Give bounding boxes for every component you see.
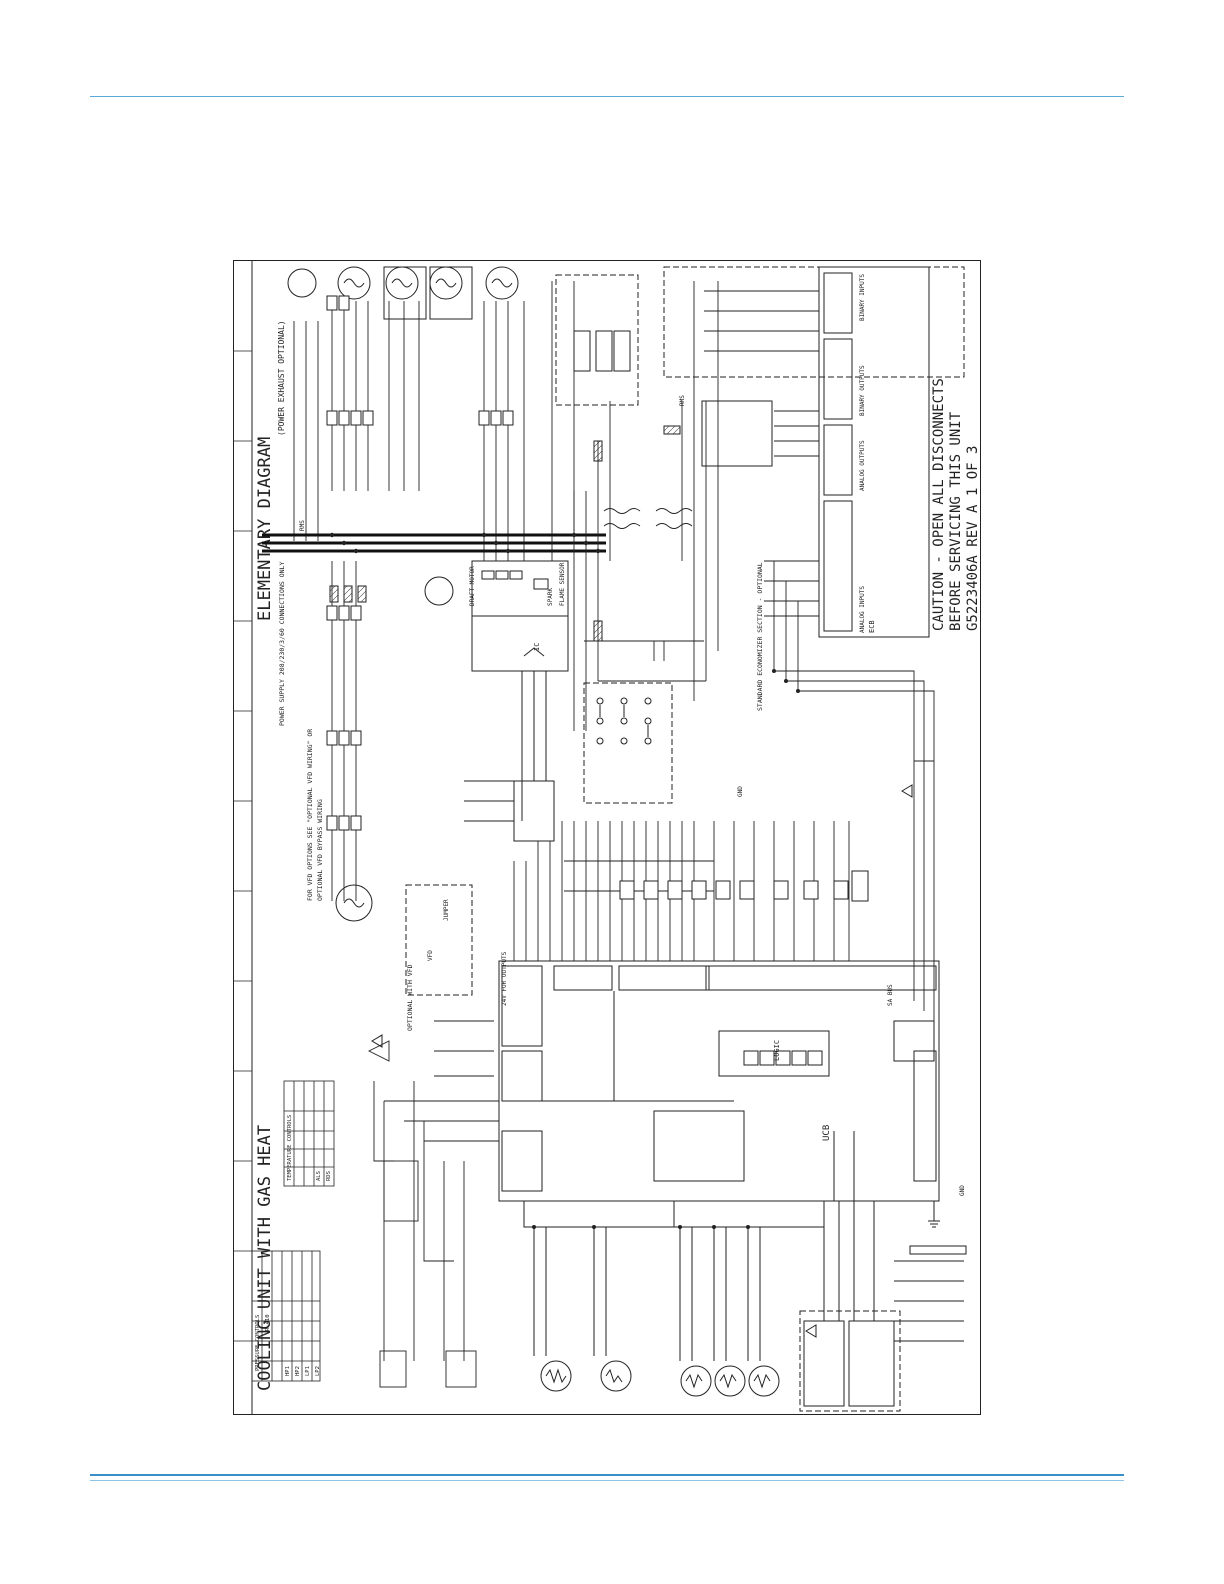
optional-vfd-label: OPTIONAL WITH VFD [406,964,414,1031]
contactor-blocks [326,295,514,831]
pressure-row-lp2: LP2 [315,1366,321,1376]
rms-label-2: RMS [679,395,686,406]
temp-row-rds: RDS [326,1171,332,1181]
ic-label: IC [533,643,541,651]
bottom-rule-thin [90,1480,1124,1481]
temperature-controls-table [283,1080,335,1187]
drawing-number: G5223406A REV A 1 OF 3 [965,446,980,631]
blower-motor-icon [335,884,373,922]
rms-label: RMS [299,520,306,531]
binary-inputs-label: BINARY INPUTS [859,274,866,321]
logic-label: LOGIC [773,1040,781,1061]
vfd-note-line1: FOR VFD OPTIONS SEE "OPTIONAL VFD WIRING… [306,729,314,901]
economizer-note: STANDARD ECONOMIZER SECTION - OPTIONAL [756,562,764,711]
diagram-sheet: COOLING UNIT WITH GAS HEAT ELEMENTARY DI… [233,260,981,1415]
power-supply-note: POWER SUPPLY 208/230/3/60 CONNECTIONS ON… [278,562,286,726]
relay-contacts [573,330,652,745]
draft-motor-icon [424,576,454,606]
pressure-row-hp1: HP1 [285,1366,291,1376]
binary-outputs-label: BINARY OUTPUTS [859,365,866,416]
flame-sensor-label: FLAME SENSOR [559,562,566,606]
pressure-row-lp1: LP1 [305,1366,311,1376]
lower-middle-relays [619,870,869,902]
wire-junctions [329,532,800,1229]
ucb-board [498,960,940,1228]
ucb-24v-outputs: 24V FOR OUTPUTS [501,951,508,1006]
gnd-label: GND [737,786,744,797]
spark-label: SPARK [547,588,554,606]
main-power-bus [262,533,606,553]
lower-left-wiring [367,1020,499,1388]
vfd-label: VFD [427,950,434,961]
vfd-note-line2: OPTIONAL VFD BYPASS WIRING [316,799,324,901]
analog-inputs-label: ANALOG INPUTS [859,586,866,633]
diagram-header-title: ELEMENTARY DIAGRAM [255,437,275,621]
ecb-ucb-wiring [773,561,935,1021]
power-exhaust-label: (POWER EXHAUST OPTIONAL) [277,320,286,436]
sat-sensor-icon [748,1365,780,1397]
title-strip-ticks [234,350,252,1342]
warning-icons [371,784,913,1338]
oat-sensor-icon [680,1365,712,1397]
sa-bus-label: SA BUS [887,984,894,1006]
ecb-module [701,266,930,638]
pressure-table-subtitle: R-410 [265,1314,271,1331]
caution-line-2: BEFORE SERVICING THIS UNIT [948,411,964,631]
bottom-rule [90,1474,1124,1476]
optional-relay-box [405,266,965,1412]
motor-section [287,266,519,922]
transformer-section [573,281,719,731]
rat-sensor-icon [714,1365,746,1397]
comp1-motor-icon [337,266,371,300]
pressure-table-title: PRESSURE CONTROLS [255,1315,261,1371]
comp2-motor-icon [485,266,519,300]
pressure-controls-table [251,1250,321,1382]
gnd-label-2: GND [959,1185,966,1196]
jumper-label: JUMPER [443,899,450,921]
sensor-section [533,1201,967,1407]
temperature-table-title: TEMPERATURE CONTROLS [287,1115,293,1181]
ec1-sensor-icon [600,1360,632,1392]
analog-outputs-label: ANALOG OUTPUTS [859,440,866,491]
caution-line-1: CAUTION - OPEN ALL DISCONNECTS [931,378,947,631]
pe-motor-icon [287,268,317,298]
ucb-label: UCB [822,1125,832,1141]
ec2-sensor-icon [540,1360,572,1392]
wiring-diagram: COOLING UNIT WITH GAS HEAT ELEMENTARY DI… [234,261,980,1414]
warning-triangle-icon [901,784,913,798]
pressure-row-hp2: HP2 [295,1366,301,1376]
ignition-control [464,560,569,842]
diagram-main-title: COOLING UNIT WITH GAS HEAT [255,1125,275,1391]
temp-row-als: ALS [316,1171,322,1181]
ecb-label: ECB [868,620,876,633]
warning-triangle-icon [371,1034,383,1048]
top-rule [90,96,1124,97]
warning-triangle-icon [805,1324,817,1338]
